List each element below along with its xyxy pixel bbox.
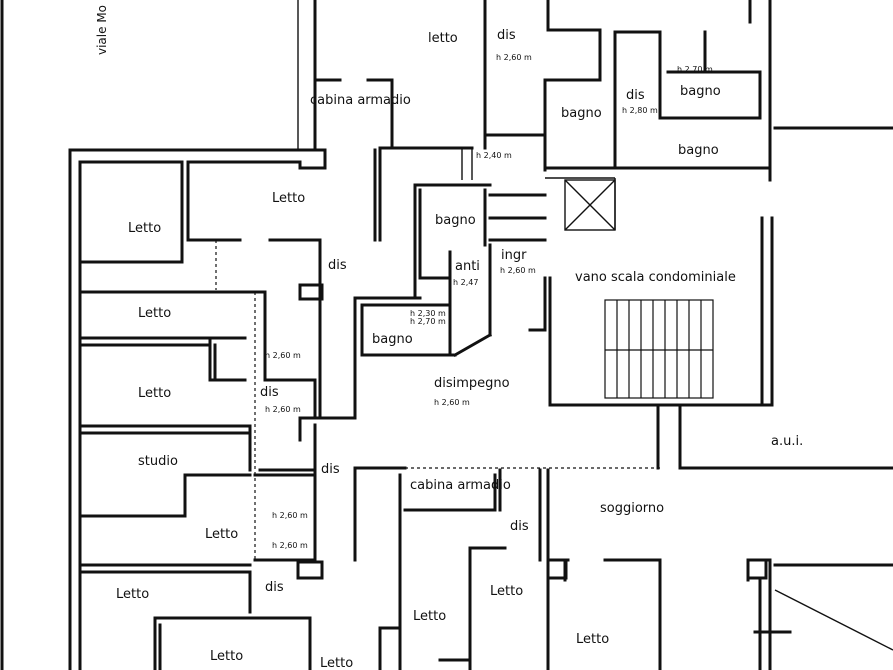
height-260-ingr: h 2,60 m	[500, 266, 536, 275]
room-ingr: ingr	[501, 248, 527, 263]
room-dis-f: dis	[510, 519, 529, 534]
room-letto-e: Letto	[205, 527, 238, 542]
height-230: h 2,30 m	[410, 309, 446, 318]
height-260-c: h 2,60 m	[434, 398, 470, 407]
room-letto-i: Letto	[576, 632, 609, 647]
room-letto-b: Letto	[272, 191, 305, 206]
height-260-e: h 2,60 m	[272, 541, 308, 550]
height-240: h 2,40 m	[476, 151, 512, 160]
street-label: viale Mo	[95, 5, 109, 55]
room-aui: a.u.i.	[771, 434, 803, 449]
height-260-b: h 2,60 m	[265, 405, 301, 414]
height-260-d: h 2,60 m	[272, 511, 308, 520]
room-studio: studio	[138, 454, 178, 469]
room-letto-h: Letto	[413, 609, 446, 624]
room-letto-d: Letto	[138, 386, 171, 401]
lift-shaft	[564, 179, 616, 231]
room-bagno-top-right2: bagno	[678, 143, 719, 158]
height-270b: h 2,70 m	[410, 317, 446, 326]
room-letto-a: Letto	[128, 221, 161, 236]
room-anti: anti	[455, 259, 480, 274]
height-280: h 2,80 m	[622, 106, 658, 115]
height-270: h 2,70 m	[677, 65, 713, 74]
room-cabina-low: cabina armadio	[410, 478, 511, 493]
room-bagno-mid: bagno	[435, 213, 476, 228]
room-letto-f: Letto	[116, 587, 149, 602]
room-vano-scala: vano scala condominiale	[575, 270, 736, 285]
room-bagno-top-right1: bagno	[680, 84, 721, 99]
room-disimpegno: disimpegno	[434, 376, 510, 391]
room-bagno-top-left: bagno	[561, 106, 602, 121]
room-dis-small: dis	[626, 88, 645, 103]
staircase	[604, 299, 714, 399]
height-top: h 2,60 m	[496, 53, 532, 62]
room-bagno-low: bagno	[372, 332, 413, 347]
room-soggiorno: soggiorno	[600, 501, 664, 516]
room-dis-mid: dis	[328, 258, 347, 273]
room-letto-k: Letto	[320, 656, 353, 670]
room-cabina-top: cabina armadio	[310, 93, 411, 108]
room-labels: viale Mo letto cabina armadio dis h 2,60…	[95, 5, 803, 670]
height-260-a: h 2,60 m	[265, 351, 301, 360]
room-letto-g: Letto	[490, 584, 523, 599]
height-247: h 2,47	[453, 278, 478, 287]
room-dis-g: dis	[265, 580, 284, 595]
room-dis-d: dis	[260, 385, 279, 400]
room-dis-top: dis	[497, 28, 516, 43]
room-dis-e: dis	[321, 462, 340, 477]
room-letto-j: Letto	[210, 649, 243, 664]
room-letto-c: Letto	[138, 306, 171, 321]
room-letto-top: letto	[428, 31, 458, 46]
